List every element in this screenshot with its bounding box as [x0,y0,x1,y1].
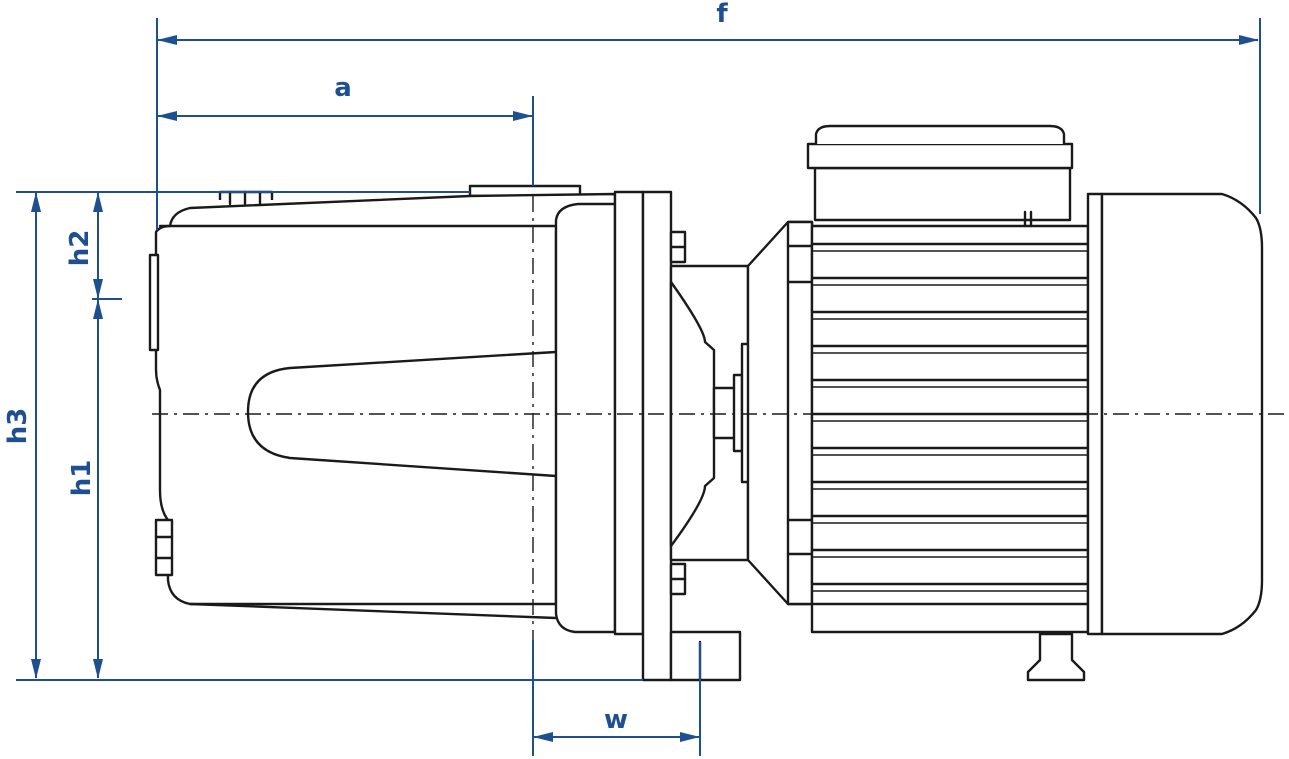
extension-lines [16,18,1261,756]
dimension-lines [31,35,1259,742]
dim-label-a: a [334,73,352,103]
centerlines [152,196,1289,640]
shaft-housing [669,264,752,562]
dim-label-h1: h1 [67,460,97,497]
dim-label-h3: h3 [3,408,33,445]
dimension-labels: f a w h2 h3 h1 [3,0,728,735]
pump-flange [613,190,742,682]
motor [746,124,1264,682]
dim-label-h2: h2 [65,230,95,267]
dim-label-w: w [604,705,628,735]
dim-label-f: f [716,0,728,29]
pump-casing [148,184,617,634]
